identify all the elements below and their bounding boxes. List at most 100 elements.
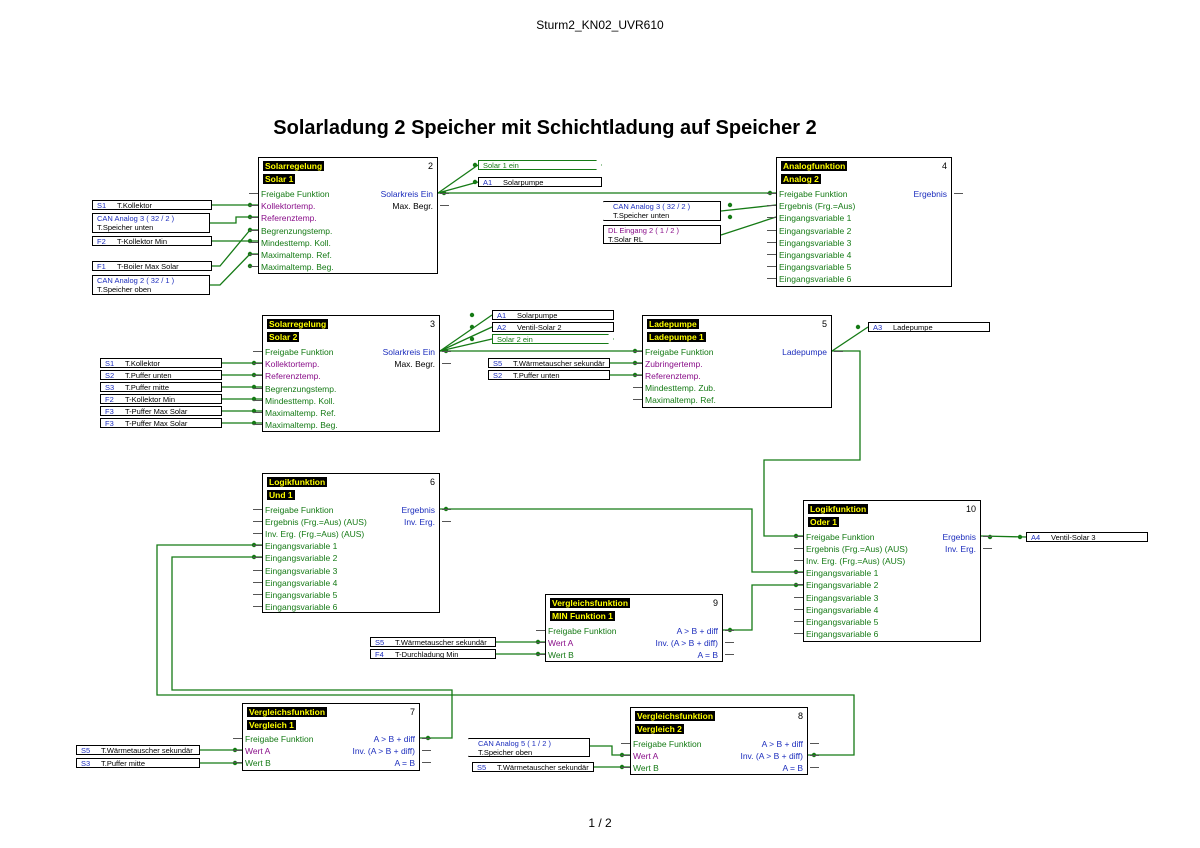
output-port[interactable]: Ergebnis: [913, 189, 963, 199]
input-port[interactable]: Eingangsvariable 3: [794, 593, 878, 603]
output-port[interactable]: A = B: [394, 758, 431, 768]
output-port[interactable]: Max. Begr.: [394, 359, 451, 369]
output-port[interactable]: A > B + diff: [374, 734, 431, 744]
io-label[interactable]: Solar 2 ein: [492, 334, 614, 344]
output-port[interactable]: A > B + diff: [762, 739, 819, 749]
output-port[interactable]: Inv. (A > B + diff): [352, 746, 431, 756]
output-port[interactable]: Ergebnis: [942, 532, 992, 542]
input-port[interactable]: Eingangsvariable 5: [794, 617, 878, 627]
input-port[interactable]: Eingangsvariable 5: [253, 590, 337, 600]
input-port[interactable]: Referenztemp.: [249, 213, 317, 223]
io-label[interactable]: DL Eingang 2 ( 1 / 2 )T.Solar RL: [603, 225, 721, 244]
input-port[interactable]: Eingangsvariable 6: [767, 274, 851, 284]
input-port[interactable]: Maximaltemp. Ref.: [633, 395, 716, 405]
input-port[interactable]: Kollektortemp.: [253, 359, 319, 369]
input-port[interactable]: Eingangsvariable 3: [767, 238, 851, 248]
input-port[interactable]: Eingangsvariable 2: [253, 553, 337, 563]
input-port[interactable]: Mindesttemp. Koll.: [253, 396, 335, 406]
output-port[interactable]: Inv. Erg.: [945, 544, 992, 554]
input-port[interactable]: Eingangsvariable 6: [253, 602, 337, 612]
input-port[interactable]: Eingangsvariable 2: [767, 226, 851, 236]
input-port[interactable]: Ergebnis (Frg.=Aus): [767, 201, 855, 211]
input-port[interactable]: Begrenzungstemp.: [253, 384, 336, 394]
input-port[interactable]: Freigabe Funktion: [249, 189, 330, 199]
output-port[interactable]: Solarkreis Ein: [383, 347, 451, 357]
input-port[interactable]: Freigabe Funktion: [253, 347, 334, 357]
input-port[interactable]: Maximaltemp. Ref.: [253, 408, 336, 418]
input-port[interactable]: Wert B: [233, 758, 271, 768]
input-port[interactable]: Ergebnis (Frg.=Aus) (AUS): [253, 517, 367, 527]
input-port[interactable]: Eingangsvariable 1: [794, 568, 878, 578]
input-port[interactable]: Begrenzungstemp.: [249, 226, 332, 236]
input-port[interactable]: Eingangsvariable 2: [794, 580, 878, 590]
output-port[interactable]: Inv. (A > B + diff): [740, 751, 819, 761]
input-port[interactable]: Referenztemp.: [633, 371, 701, 381]
input-port[interactable]: Freigabe Funktion: [536, 626, 617, 636]
input-port[interactable]: Maximaltemp. Beg.: [249, 262, 334, 272]
output-port[interactable]: Inv. Erg.: [404, 517, 451, 527]
input-port[interactable]: Eingangsvariable 4: [767, 250, 851, 260]
io-label[interactable]: CAN Analog 3 ( 32 / 2 )T.Speicher unten: [603, 201, 721, 221]
input-port[interactable]: Freigabe Funktion: [253, 505, 334, 515]
input-port[interactable]: Freigabe Funktion: [767, 189, 848, 199]
input-port[interactable]: Mindesttemp. Zub.: [633, 383, 715, 393]
input-port[interactable]: Ergebnis (Frg.=Aus) (AUS): [794, 544, 908, 554]
input-port[interactable]: Wert A: [621, 751, 658, 761]
input-port[interactable]: Kollektortemp.: [249, 201, 315, 211]
input-port[interactable]: Zubringertemp.: [633, 359, 703, 369]
input-port[interactable]: Wert B: [536, 650, 574, 660]
input-port[interactable]: Freigabe Funktion: [794, 532, 875, 542]
output-port[interactable]: A = B: [782, 763, 819, 773]
input-port[interactable]: Freigabe Funktion: [633, 347, 714, 357]
input-port[interactable]: Inv. Erg. (Frg.=Aus) (AUS): [794, 556, 905, 566]
io-label[interactable]: Solar 1 ein: [478, 160, 602, 170]
input-port[interactable]: Eingangsvariable 3: [253, 566, 337, 576]
output-port[interactable]: Ergebnis: [401, 505, 451, 515]
input-port[interactable]: Maximaltemp. Ref.: [249, 250, 332, 260]
input-port[interactable]: Eingangsvariable 4: [794, 605, 878, 615]
output-port[interactable]: A > B + diff: [677, 626, 734, 636]
input-port[interactable]: Eingangsvariable 1: [253, 541, 337, 551]
output-port[interactable]: A = B: [697, 650, 734, 660]
input-port[interactable]: Freigabe Funktion: [621, 739, 702, 749]
input-port[interactable]: Maximaltemp. Beg.: [253, 420, 338, 430]
input-port[interactable]: Wert B: [621, 763, 659, 773]
io-label[interactable]: CAN Analog 2 ( 32 / 1 )T.Speicher oben: [92, 275, 210, 295]
input-port[interactable]: Wert A: [233, 746, 270, 756]
output-port[interactable]: Solarkreis Ein: [381, 189, 449, 199]
io-label[interactable]: CAN Analog 3 ( 32 / 2 )T.Speicher unten: [92, 213, 210, 233]
input-port[interactable]: Inv. Erg. (Frg.=Aus) (AUS): [253, 529, 364, 539]
input-port[interactable]: Mindesttemp. Koll.: [249, 238, 331, 248]
output-port[interactable]: Inv. (A > B + diff): [655, 638, 734, 648]
input-port[interactable]: Eingangsvariable 1: [767, 213, 851, 223]
input-port[interactable]: Freigabe Funktion: [233, 734, 314, 744]
